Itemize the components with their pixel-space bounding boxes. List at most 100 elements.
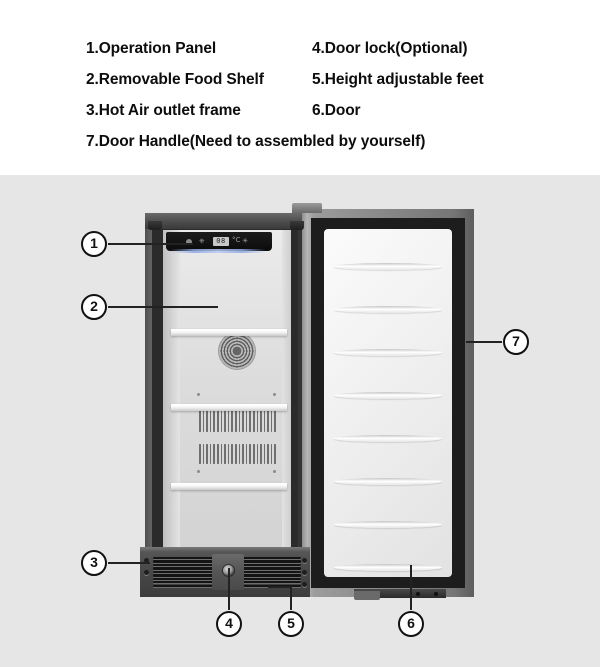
- door-hinge-bracket: [354, 589, 446, 600]
- vent-slot: [224, 406, 226, 432]
- vent-slot: [213, 406, 215, 432]
- door-liner-rib: [334, 478, 442, 485]
- legend-item-6: 6.Door: [312, 102, 361, 119]
- vent-slot: [249, 406, 251, 432]
- callout-4[interactable]: 4: [216, 611, 242, 637]
- leader-line-6: [410, 565, 412, 610]
- shelf-bracket-screw: [197, 393, 200, 396]
- vent-slot: [249, 444, 251, 464]
- refrigerator-interior: [163, 230, 291, 570]
- callout-5[interactable]: 5: [278, 611, 304, 637]
- vent-slot: [263, 444, 266, 464]
- grille-top-edge: [140, 547, 310, 552]
- shelf-top: [171, 329, 287, 336]
- interior-left-wall: [163, 230, 180, 570]
- leader-line-2: [108, 306, 218, 308]
- vent-slot: [220, 406, 223, 432]
- vent-line: [243, 563, 301, 567]
- vent-slot: [202, 444, 205, 464]
- shelf-middle: [171, 404, 287, 411]
- vent-line: [243, 574, 301, 577]
- vent-slot: [270, 406, 273, 432]
- callout-2[interactable]: 2: [81, 294, 107, 320]
- vent-slot: [227, 444, 230, 464]
- door-liner-rib: [334, 306, 442, 313]
- vent-line: [243, 557, 301, 560]
- shelf-bracket-screw: [273, 393, 276, 396]
- vent-slot: [274, 406, 277, 432]
- vent-line: [153, 563, 213, 567]
- operation-panel[interactable]: ⎈ 08 °C ☀: [166, 232, 272, 251]
- door-liner-rib: [334, 349, 442, 356]
- vent-slot: [206, 444, 208, 464]
- vent-slot: [216, 406, 219, 432]
- legend-item-7: 7.Door Handle(Need to assembled by yours…: [86, 133, 426, 150]
- celsius-unit-label: °C: [232, 236, 241, 244]
- vent-slot: [238, 444, 241, 464]
- power-icon[interactable]: ⎈: [199, 237, 205, 245]
- vent-slot: [224, 444, 226, 464]
- vent-slot: [267, 406, 269, 432]
- callout-1[interactable]: 1: [81, 231, 107, 257]
- vent-slot: [216, 444, 219, 464]
- refrigerator-cabinet: ⎈ 08 °C ☀: [145, 213, 305, 595]
- hinge-screw: [434, 592, 438, 596]
- vent-line: [153, 570, 213, 574]
- back-wall-vent-upper: [199, 406, 277, 432]
- vent-line: [243, 560, 301, 563]
- door-hinge-top: [292, 203, 322, 213]
- vent-slot: [199, 444, 201, 464]
- vent-line: [243, 570, 301, 574]
- vent-line: [153, 574, 213, 577]
- leader-line-5-h: [268, 586, 292, 588]
- hot-air-outlet-frame: [140, 547, 310, 597]
- door-liner-rib: [334, 435, 442, 442]
- vent-slot: [227, 406, 230, 432]
- vent-line: [243, 577, 301, 580]
- vent-bank-left: [153, 557, 213, 587]
- vent-slot: [242, 406, 244, 432]
- vent-slot: [220, 444, 223, 464]
- cooling-fan-grille: [219, 333, 255, 369]
- vent-slot: [206, 406, 208, 432]
- vent-slot: [256, 406, 259, 432]
- legend-item-4: 4.Door lock(Optional): [312, 40, 468, 57]
- vent-line: [153, 560, 213, 563]
- vent-slot: [267, 444, 269, 464]
- legend-item-3: 3.Hot Air outlet frame: [86, 102, 241, 119]
- vent-slot: [260, 406, 262, 432]
- vent-line: [153, 557, 213, 560]
- door-liner-rib: [334, 521, 442, 528]
- vent-slot: [270, 444, 273, 464]
- adjustable-foot-left: [148, 221, 162, 230]
- interior-back-wall: [180, 230, 282, 570]
- fan-hub: [233, 347, 241, 355]
- light-icon[interactable]: ☀: [242, 237, 249, 245]
- legend-section: 1.Operation Panel 2.Removable Food Shelf…: [0, 0, 600, 175]
- vent-slot: [238, 406, 241, 432]
- vent-slot: [199, 406, 201, 432]
- vent-slot: [213, 444, 215, 464]
- screw: [144, 570, 149, 575]
- legend-item-2: 2.Removable Food Shelf: [86, 71, 264, 88]
- vent-slot: [234, 406, 237, 432]
- door-inner-liner: [324, 229, 452, 577]
- vent-line: [153, 567, 213, 570]
- screw: [144, 558, 149, 563]
- shelf-bottom: [171, 483, 287, 490]
- leader-line-1: [108, 243, 193, 245]
- vent-slot: [252, 444, 255, 464]
- product-diagram-panel: ⎈ 08 °C ☀: [0, 175, 600, 667]
- vent-slot: [209, 444, 212, 464]
- door-liner-rib: [334, 263, 442, 270]
- shelf-bracket-screw: [197, 470, 200, 473]
- vent-line: [153, 584, 213, 587]
- legend-item-1: 1.Operation Panel: [86, 40, 217, 57]
- refrigerator-door: [302, 209, 474, 600]
- callout-3[interactable]: 3: [81, 550, 107, 576]
- vent-line: [243, 567, 301, 570]
- callout-7[interactable]: 7: [503, 329, 529, 355]
- vent-line: [153, 581, 213, 584]
- callout-6[interactable]: 6: [398, 611, 424, 637]
- screw: [302, 558, 307, 563]
